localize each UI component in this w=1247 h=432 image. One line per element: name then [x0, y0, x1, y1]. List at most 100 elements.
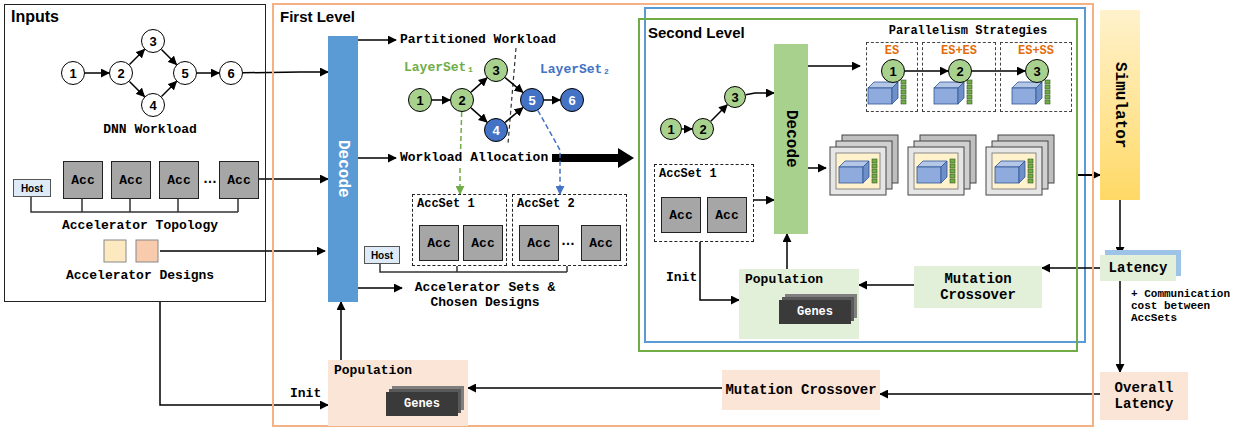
mutation-box: Mutation Crossover	[914, 266, 1042, 308]
layer-node: 2	[450, 88, 474, 112]
level-frame: First LevelDecode123456HostAccSet 1AccAc…	[272, 3, 1094, 427]
group-heading: First Level	[280, 8, 355, 25]
layer-node: 2	[948, 59, 972, 83]
node-text: Acc	[669, 208, 692, 223]
input-panel: Inputs123456HostAccAccAccAcc	[4, 4, 266, 302]
layer-node: 1	[61, 61, 85, 85]
group-heading: AccSet 2	[517, 197, 575, 211]
accelerator-box: Acc	[159, 161, 199, 199]
node-text: Acc	[715, 208, 738, 223]
layer-node: 5	[520, 88, 544, 112]
layer-node: 2	[109, 61, 133, 85]
stack-frame	[645, 8, 1085, 342]
level-frame: Second Level 1 2 3AccSet 1 Acc Acc Decode Paral…	[638, 18, 1078, 352]
flow-arrow	[905, 70, 948, 72]
node-text: Acc	[427, 236, 450, 251]
accelerator-box: Acc	[419, 225, 459, 261]
layer-node: 6	[560, 88, 584, 112]
node-text: 1	[889, 64, 896, 79]
annotation-label: …	[560, 232, 576, 248]
flow-arrow	[1119, 200, 1121, 255]
designs-arrow	[160, 250, 325, 252]
layer-node: 3	[141, 29, 165, 53]
node-text: 2	[117, 66, 124, 81]
strategy-box: ES+ES2	[922, 42, 996, 112]
flow-arrow	[880, 393, 1100, 395]
node-text: Decode	[334, 140, 352, 198]
node-text: Acc	[167, 173, 190, 188]
mutation-box: Mutation Crossover	[722, 370, 880, 410]
flow-arrow	[786, 234, 788, 269]
edge-label: + Communication cost between AccSets	[1131, 288, 1239, 324]
design-square	[136, 240, 158, 262]
annotation-label: …	[203, 170, 217, 186]
decode-bar: Decode	[774, 44, 808, 234]
annotation-label: Accelerator Topology	[40, 218, 240, 233]
node-text: Host	[21, 183, 43, 194]
node-text: 4	[149, 98, 156, 113]
accelerator-box: Acc	[63, 161, 103, 199]
accset-box: AccSet 1AccAcc	[412, 194, 507, 266]
flow-arrow	[972, 70, 1025, 72]
design-square	[104, 240, 126, 262]
node-text: 6	[227, 66, 234, 81]
annotation-label: Accelerator Designs	[40, 268, 240, 283]
node-text: 1	[667, 122, 674, 137]
flow-arrow	[162, 82, 177, 97]
node-text: Simulator	[1111, 62, 1129, 148]
annotation-label: Partitioned Workload	[400, 32, 556, 47]
node-text: Overall Latency	[1100, 380, 1188, 412]
node-text: Acc	[527, 236, 550, 251]
flow-arrow	[259, 178, 328, 180]
simulator-bar: Simulator	[1100, 10, 1140, 200]
hardware-stack	[986, 135, 1054, 195]
flow-arrow	[746, 93, 774, 95]
accelerator-box: Acc	[519, 225, 559, 261]
flow-arrow	[1119, 281, 1121, 372]
strategy-box: ES1	[866, 42, 918, 112]
tensor-cube	[934, 80, 972, 104]
accelerator-box: Acc	[463, 225, 503, 261]
flow-arrow	[130, 82, 145, 97]
decode-bar: Decode	[328, 36, 358, 302]
layer-node: 6	[219, 61, 243, 85]
flow-arrow	[505, 108, 523, 123]
flow-arrow	[505, 78, 523, 93]
flow-arrow	[711, 105, 727, 121]
hardware-stack	[830, 135, 898, 195]
decode-output-arrow	[356, 287, 402, 289]
group-heading: Second Level	[648, 24, 745, 41]
accelerator-box: Acc	[581, 225, 621, 261]
annotation-label: Workload Allocation	[400, 150, 548, 165]
population-box: PopulationGenes	[739, 269, 859, 339]
group-heading: Parallelism Strategies	[860, 24, 1076, 38]
thick-arrow	[552, 148, 634, 168]
flow-arrow	[340, 302, 342, 360]
node-text: Decode	[782, 110, 800, 168]
group-heading: AccSet 1	[659, 167, 717, 181]
flow-arrow	[808, 65, 860, 67]
annotation-label: DNN Workload	[90, 122, 210, 137]
latency-box: Latency	[1100, 255, 1176, 281]
layer-node: 3	[1025, 59, 1049, 83]
layer-node: 1	[881, 59, 905, 83]
host-box: Host	[364, 246, 400, 264]
genes-box: Genes	[386, 392, 458, 416]
layer-node: 4	[141, 93, 165, 117]
strategy-box: ES+SS3	[1000, 42, 1072, 112]
hardware-stack	[908, 135, 976, 195]
group-heading: Population	[334, 363, 412, 378]
annotation-label: LayerSet₂	[540, 62, 610, 77]
flow-arrow	[432, 99, 450, 101]
flow-arrow	[162, 50, 177, 65]
node-text: 1	[416, 93, 423, 108]
accset-box: AccSet 2 Acc Acc	[512, 194, 627, 266]
flow-arrow	[682, 128, 692, 130]
edge-label: Init	[666, 270, 697, 285]
flow-arrow	[243, 71, 328, 73]
node-text: Mutation Crossover	[914, 271, 1042, 303]
flow-arrow	[197, 72, 219, 74]
node-text: 5	[528, 93, 535, 108]
node-text: Acc	[227, 173, 250, 188]
